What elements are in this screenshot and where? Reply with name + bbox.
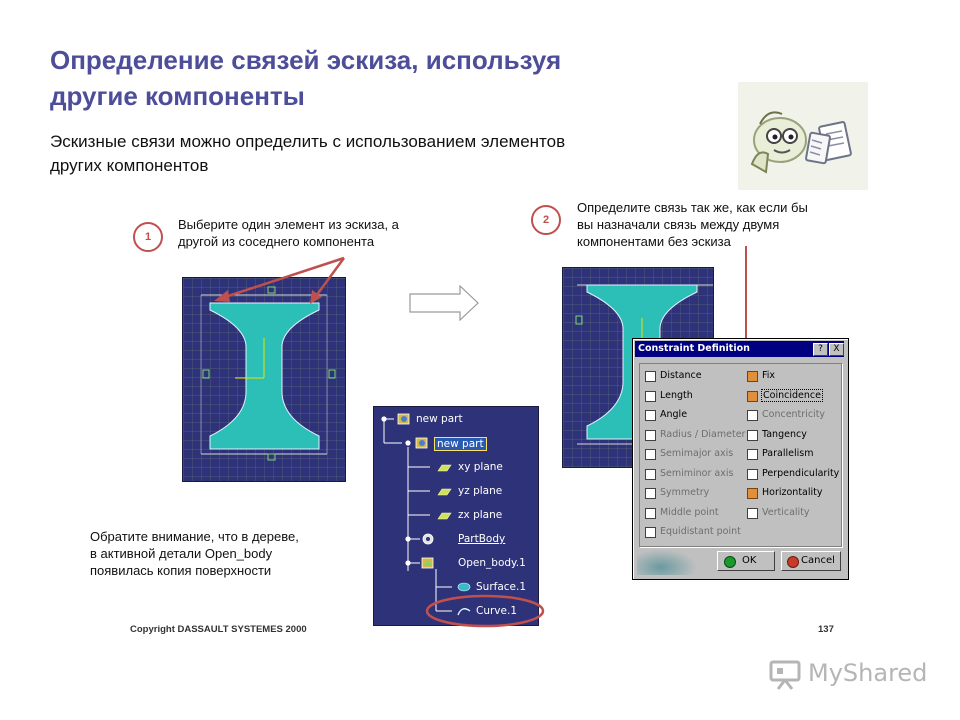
plane-icon-xy — [437, 464, 452, 472]
tree-note-line-2: в активной детали Open_body — [90, 546, 273, 561]
tree-note-line-3: появилась копия поверхности — [90, 563, 272, 578]
tree-item-xy-plane[interactable]: xy plane — [458, 461, 503, 473]
curve-highlight-ellipse — [425, 594, 545, 628]
step-1-text-line-1: Выберите один элемент из эскиза, а — [178, 217, 399, 232]
ok-label: OK — [742, 555, 757, 566]
left-option-label: Equidistant point — [660, 526, 741, 537]
right-option-label: Coincidence — [761, 388, 823, 402]
tree-item-active-part[interactable]: new part — [434, 437, 487, 451]
right-option-label: Concentricity — [762, 409, 826, 420]
right-option-checkbox[interactable] — [747, 371, 758, 382]
left-option-checkbox[interactable] — [645, 410, 656, 421]
tree-item-zx-plane[interactable]: zx plane — [458, 509, 503, 521]
left-option-checkbox — [645, 488, 656, 499]
constraint-definition-dialog: Constraint Definition ? X OK Cancel Dist… — [632, 338, 849, 580]
dialog-title-bar[interactable]: Constraint Definition ? X — [635, 341, 844, 357]
left-option-checkbox — [645, 527, 656, 538]
right-option-label: Perpendicularity — [762, 467, 840, 479]
tree-note: Обратите внимание, что в дереве, в актив… — [90, 528, 360, 579]
part-body-icon — [415, 437, 428, 449]
plane-icon-zx — [437, 512, 452, 520]
close-button[interactable]: X — [829, 343, 844, 356]
slide-title: Определение связей эскиза, используя дру… — [50, 42, 730, 114]
step-2-text: Определите связь так же, как если бы вы … — [577, 199, 877, 250]
tree-item-yz-plane[interactable]: yz plane — [458, 485, 503, 497]
title-line-2: другие компоненты — [50, 81, 305, 111]
specification-tree[interactable]: new part new part xy plane yz plane zx p… — [373, 406, 539, 626]
tree-item-open-body[interactable]: Open_body.1 — [458, 557, 526, 569]
left-option-checkbox[interactable] — [645, 371, 656, 382]
step-2-text-line-3: компонентами без эскиза — [577, 234, 731, 249]
tree-connectors — [381, 416, 452, 612]
tree-item-curve[interactable]: Curve.1 — [476, 605, 517, 617]
left-option-checkbox[interactable] — [645, 390, 656, 402]
curve-icon — [457, 608, 471, 616]
left-option-checkbox — [645, 449, 656, 460]
cancel-icon — [787, 556, 799, 568]
right-option-checkbox — [747, 507, 758, 519]
tree-note-line-1: Обратите внимание, что в дереве, — [90, 529, 299, 544]
left-option-label: Angle — [660, 409, 688, 420]
dialog-corner-decoration — [637, 549, 697, 575]
title-line-1: Определение связей эскиза, используя — [50, 45, 562, 75]
left-option-label: Radius / Diameter — [660, 428, 746, 440]
right-option-label: Fix — [762, 370, 776, 381]
tree-item-partbody[interactable]: PartBody — [458, 533, 506, 545]
step-1-text-line-2: другой из соседнего компонента — [178, 234, 375, 249]
step-2-text-line-1: Определите связь так же, как если бы — [577, 200, 808, 215]
left-option-checkbox — [645, 429, 656, 441]
watermark-text: MyShared — [808, 659, 928, 687]
right-option-checkbox[interactable] — [747, 449, 758, 460]
plane-icon-yz — [437, 488, 452, 496]
right-option-checkbox — [747, 410, 758, 421]
step-2-text-line-2: вы назначали связь между двумя — [577, 217, 780, 232]
thinking-character-illustration — [738, 82, 868, 190]
copyright-text: Copyright DASSAULT SYSTEMES 2000 — [130, 624, 307, 635]
tree-item-surface[interactable]: Surface.1 — [476, 581, 527, 593]
open-body-icon — [421, 557, 434, 569]
part-icon — [397, 413, 410, 425]
subtitle-line-2: других компонентов — [50, 156, 209, 175]
step-1-text: Выберите один элемент из эскиза, а друго… — [178, 216, 478, 250]
help-button[interactable]: ? — [813, 343, 828, 356]
right-option-checkbox[interactable] — [747, 390, 758, 402]
right-option-checkbox[interactable] — [747, 488, 758, 499]
sketch-viewport-left[interactable] — [182, 277, 346, 482]
step-1-badge: 1 — [133, 222, 163, 252]
sketch-left-canvas — [183, 278, 345, 481]
gear-icon — [422, 533, 434, 545]
right-option-label: Parallelism — [762, 448, 814, 459]
ok-button[interactable]: OK — [717, 551, 775, 571]
right-option-label: Verticality — [762, 506, 810, 518]
cancel-label: Cancel — [801, 555, 835, 566]
dialog-title: Constraint Definition — [638, 343, 750, 354]
left-option-checkbox — [645, 468, 656, 480]
right-option-checkbox[interactable] — [747, 468, 758, 480]
surface-icon — [457, 582, 471, 592]
left-option-label: Distance — [660, 370, 702, 381]
watermark: MyShared — [768, 656, 938, 692]
left-option-label: Semiminor axis — [660, 467, 734, 479]
tree-item-root[interactable]: new part — [416, 413, 463, 425]
left-option-label: Symmetry — [660, 487, 710, 498]
slide-subtitle: Эскизные связи можно определить с исполь… — [50, 130, 730, 178]
right-option-label: Tangency — [762, 428, 807, 440]
right-option-checkbox[interactable] — [747, 429, 758, 441]
step-2-badge: 2 — [531, 205, 561, 235]
left-option-label: Length — [660, 389, 693, 401]
constraint-options-group — [639, 363, 842, 547]
subtitle-line-1: Эскизные связи можно определить с исполь… — [50, 132, 566, 151]
right-option-label: Horizontality — [762, 487, 823, 498]
page-number: 137 — [818, 624, 834, 635]
ok-icon — [724, 556, 736, 568]
left-option-label: Semimajor axis — [660, 448, 734, 459]
left-option-checkbox — [645, 507, 656, 519]
presentation-board-icon — [769, 660, 801, 690]
left-option-label: Middle point — [660, 506, 719, 518]
cancel-button[interactable]: Cancel — [781, 551, 841, 571]
